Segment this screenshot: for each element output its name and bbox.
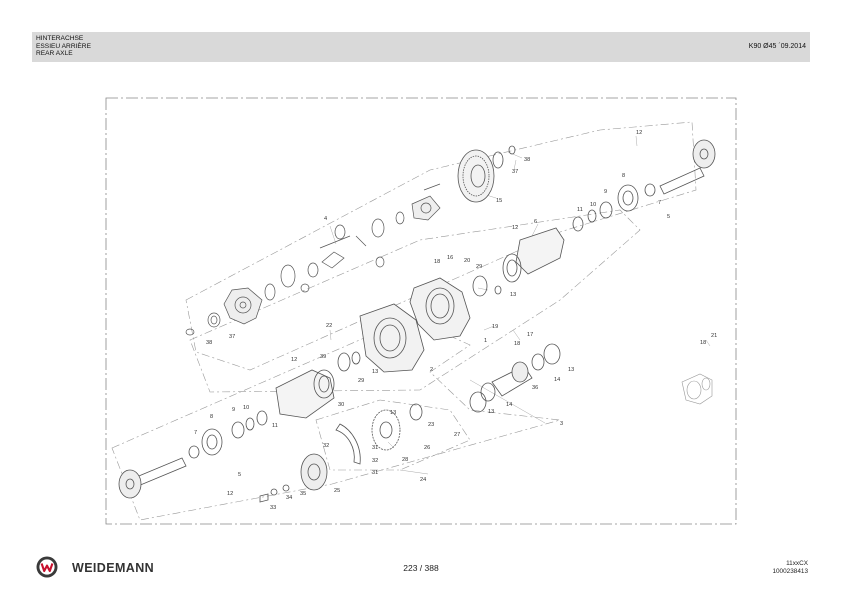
callout-12b: 12 [512,225,518,231]
callout-24: 24 [420,477,426,483]
axle-trumpet-right [472,227,565,297]
callout-38: 38 [524,157,530,163]
callout-27: 27 [454,432,460,438]
callout-5: 5 [667,214,670,220]
callout-21: 21 [711,333,717,339]
callout-7b: 7 [194,430,197,436]
callout-37b: 37 [229,334,235,340]
callout-17: 17 [527,332,533,338]
callout-19: 19 [492,324,498,330]
header-titles: HINTERACHSE ESSIEU ARRIÈRE REAR AXLE [36,35,91,58]
callout-35: 35 [300,491,306,497]
callout-29: 29 [476,264,482,270]
callout-9b: 9 [232,407,235,413]
callout-30: 30 [338,402,344,408]
callout-14b: 14 [554,377,560,383]
callout-1: 1 [484,338,487,344]
callout-3: 3 [560,421,563,427]
callout-8b: 8 [210,414,213,420]
callout-20: 20 [464,258,470,264]
callout-13e: 13 [390,410,396,416]
callout-7: 7 [658,200,661,206]
callout-2: 2 [430,367,433,373]
callout-5b: 5 [238,472,241,478]
axle-housing-center [337,277,471,373]
callout-8: 8 [622,173,625,179]
page-header: HINTERACHSE ESSIEU ARRIÈRE REAR AXLE K90… [32,32,810,62]
title-german: HINTERACHSE [36,35,84,42]
callout-38b: 38 [206,340,212,346]
callout-39: 39 [320,354,326,360]
weidemann-logo-icon [36,556,58,578]
leader-lines [329,135,711,475]
callout-9: 9 [604,189,607,195]
callout-13: 13 [510,292,516,298]
callout-14: 14 [506,402,512,408]
drive-pinion [469,343,561,413]
callout-10: 10 [590,202,596,208]
callout-labels: 1 2 3 4 5 5 6 7 7 8 8 9 9 10 10 11 11 12… [194,130,717,511]
doc-id-number: 1000238413 [772,567,808,575]
callout-33: 33 [270,505,276,511]
callout-22: 22 [326,323,332,329]
callout-18: 18 [434,259,440,265]
brand-name: WEIDEMANN [72,561,155,575]
callout-18b: 18 [514,341,520,347]
callout-25: 25 [334,488,340,494]
callout-10b: 10 [243,405,249,411]
callout-32b: 32 [372,458,378,464]
callout-15: 15 [496,198,502,204]
callout-34: 34 [286,495,292,501]
callout-18c: 18 [700,340,706,346]
callout-13d: 13 [488,409,494,415]
callout-31b: 31 [372,470,378,476]
callout-11: 11 [577,207,583,213]
callout-37: 37 [512,169,518,175]
callout-12d: 12 [227,491,233,497]
callout-29b: 29 [358,378,364,384]
callout-12: 12 [636,130,642,136]
axle-trumpet-left [275,369,335,419]
crown-wheel [457,145,516,203]
callout-11b: 11 [272,423,278,429]
callout-6: 6 [534,219,537,225]
differential-carrier-left [185,264,310,336]
callout-4: 4 [324,216,327,222]
callout-31: 31 [372,445,378,451]
callout-32: 32 [323,443,329,449]
callout-16: 16 [447,255,453,261]
page-number: 223 / 388 [403,563,439,573]
axle-shaft-right [572,139,716,232]
axle-shaft-left [118,410,268,499]
callout-12c: 12 [291,357,297,363]
document-ids: 11xxCX 1000238413 [772,560,808,575]
brake-assembly [259,403,423,503]
doc-id-type: 11xxCX [786,560,808,567]
callout-13b: 13 [372,369,378,375]
callout-28: 28 [402,457,408,463]
brake-cylinder [681,373,713,405]
callout-23: 23 [428,422,434,428]
callout-26: 26 [424,445,430,451]
callout-13c: 13 [568,367,574,373]
title-french: ESSIEU ARRIÈRE [36,42,91,50]
callout-36: 36 [532,385,538,391]
drawing-frame [105,97,737,525]
differential-gears [307,183,441,278]
title-english: REAR AXLE [36,50,73,58]
model-code: K90 Ø45 ´09.2014 [748,43,806,50]
